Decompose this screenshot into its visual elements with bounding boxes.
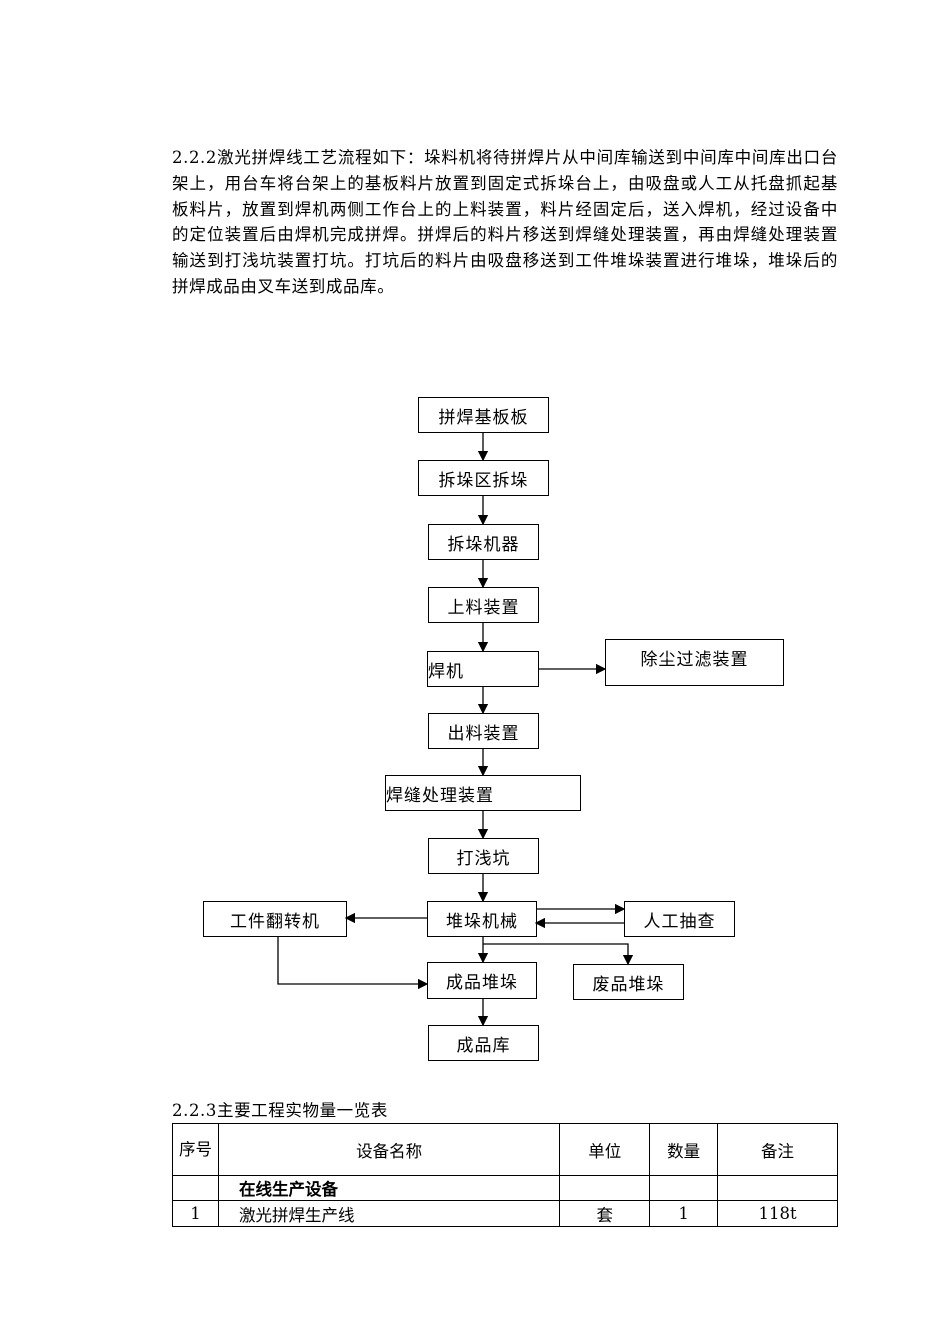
- cell-name: 激光拼焊生产线: [217, 1200, 561, 1227]
- flow-box-welder: 焊机: [427, 651, 539, 687]
- quantity-table: 序号 设备名称 单位 数量 备注 在线生产设备 1 激光拼焊生产线 套 1 11…: [172, 1123, 838, 1227]
- empty-cell: [172, 1175, 219, 1201]
- cell-unit: 套: [559, 1200, 651, 1227]
- flow-box-seam-treatment: 焊缝处理装置: [385, 775, 581, 811]
- flow-box-reject-stacking: 废品堆垛: [573, 964, 684, 1000]
- flow-box-destacking-machine: 拆垛机器: [428, 524, 539, 560]
- table-header-row: 序号 设备名称 单位 数量 备注: [172, 1123, 838, 1176]
- empty-cell: [717, 1175, 838, 1201]
- flow-box-welding-substrate: 拼焊基板板: [418, 397, 549, 433]
- process-description: 2.2.2激光拼焊线工艺流程如下：垛料机将待拼焊片从中间库输送到中间库中间库出口…: [172, 148, 838, 296]
- section-label: 在线生产设备: [217, 1175, 561, 1201]
- flow-box-loading-device: 上料装置: [428, 587, 539, 623]
- flow-box-stacking-machine: 堆垛机械: [427, 901, 537, 937]
- table-row: 1 激光拼焊生产线 套 1 118t: [172, 1200, 838, 1227]
- header-quantity: 数量: [649, 1123, 719, 1176]
- flow-box-product-stacking: 成品堆垛: [427, 962, 537, 999]
- header-index: 序号: [172, 1123, 219, 1176]
- table-heading: 2.2.3主要工程实物量一览表: [172, 1101, 388, 1120]
- flow-box-shallow-pit: 打浅坑: [428, 838, 539, 874]
- flow-box-destacking-area: 拆垛区拆垛: [418, 460, 549, 496]
- header-name: 设备名称: [217, 1123, 561, 1176]
- flow-box-finished-warehouse: 成品库: [428, 1025, 539, 1061]
- cell-index: 1: [172, 1200, 219, 1227]
- table-section-row: 在线生产设备: [172, 1175, 838, 1201]
- empty-cell: [559, 1175, 651, 1201]
- arrow: [483, 943, 634, 966]
- cell-quantity: 1: [649, 1200, 719, 1227]
- flow-box-workpiece-flipper: 工件翻转机: [203, 901, 347, 937]
- arrow: [277, 936, 429, 990]
- header-remark: 备注: [717, 1123, 838, 1176]
- header-unit: 单位: [559, 1123, 651, 1176]
- flow-box-manual-inspection: 人工抽查: [624, 901, 735, 937]
- cell-remark: 118t: [717, 1200, 838, 1227]
- empty-cell: [649, 1175, 719, 1201]
- flow-box-unloading-device: 出料装置: [428, 713, 539, 749]
- flow-box-dust-filter: 除尘过滤装置: [605, 639, 784, 686]
